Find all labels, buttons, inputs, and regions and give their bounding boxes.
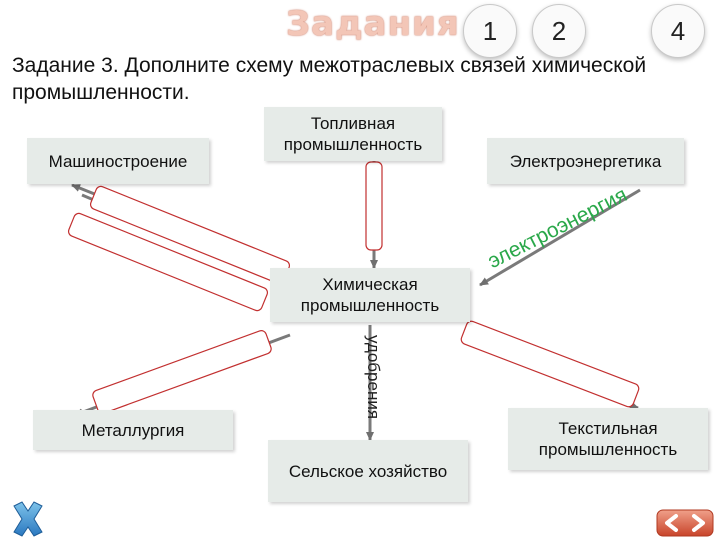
arrow-left-icon	[665, 514, 678, 532]
blank-metallurgy[interactable]	[91, 329, 272, 414]
task-text: Задание 3. Дополните схему межотраслевых…	[12, 54, 647, 104]
blank-fuel[interactable]	[365, 161, 383, 251]
node-fuel-industry: Топливная промышленность	[264, 107, 442, 161]
node-chemical-industry: Химическая промышленность	[270, 268, 470, 322]
node-machine-building: Машиностроение	[27, 138, 209, 184]
node-textile-industry: Текстильная промышленность	[508, 408, 708, 470]
nav-button-4[interactable]: 4	[651, 4, 705, 58]
blank-chemical-to-machine[interactable]	[67, 212, 269, 312]
nav-button-2[interactable]: 2	[532, 4, 586, 58]
arrows-icon[interactable]	[656, 508, 714, 538]
arrow-right-icon	[692, 514, 705, 532]
node-agriculture: Сельское хозяйство	[268, 440, 468, 502]
slide-title: Задания	[286, 4, 460, 44]
nav-button-1[interactable]: 1	[463, 4, 517, 58]
node-electroenergetics: Электроэнергетика	[487, 138, 684, 184]
arrow-electro-to-chemical	[479, 188, 641, 287]
blank-textile[interactable]	[460, 320, 640, 408]
edge-label-fertilizers: удобрения	[364, 335, 383, 420]
node-metallurgy: Металлургия	[33, 410, 233, 450]
close-x-icon[interactable]	[8, 500, 48, 538]
